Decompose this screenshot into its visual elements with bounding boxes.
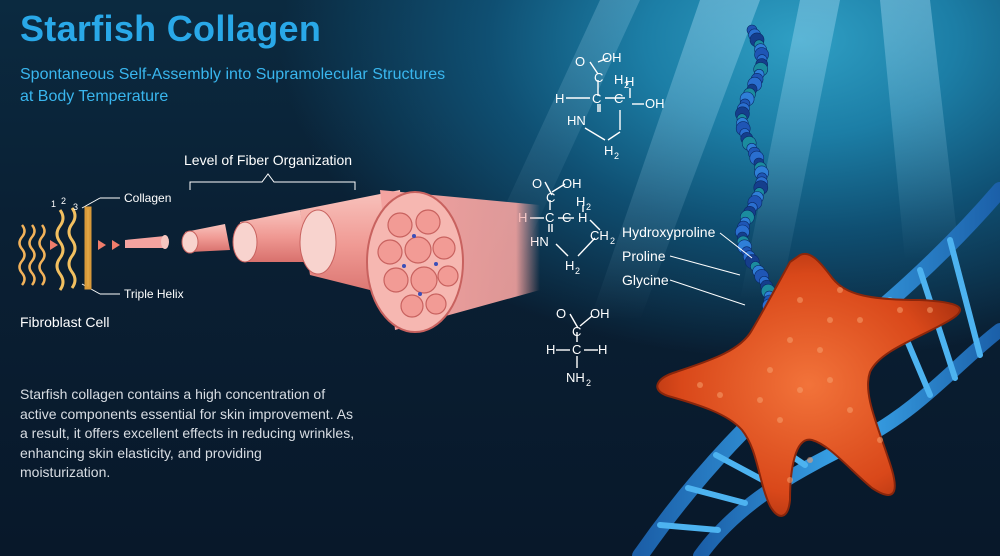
page-subtitle: Spontaneous Self-Assembly into Supramole… — [20, 64, 490, 108]
fibroblast-cell-label: Fibroblast Cell — [20, 314, 110, 330]
svg-text:HN: HN — [567, 113, 586, 128]
svg-text:H: H — [555, 91, 564, 106]
fiber-organization-diagram — [18, 190, 540, 333]
svg-text:O: O — [556, 306, 566, 321]
svg-text:OH: OH — [562, 176, 582, 191]
svg-text:OH: OH — [645, 96, 665, 111]
svg-text:2: 2 — [586, 378, 591, 388]
svg-text:2: 2 — [624, 80, 629, 90]
chemical-text: OOH C HC H2 C H OH HN H2 OOH C HC C H2 H… — [518, 50, 665, 388]
svg-text:O: O — [575, 54, 585, 69]
description-paragraph: Starfish collagen contains a high concen… — [20, 386, 355, 480]
svg-text:2: 2 — [614, 151, 619, 161]
svg-text:OH: OH — [602, 50, 622, 65]
svg-text:C: C — [614, 91, 623, 106]
collagen-label: Collagen — [124, 191, 172, 205]
svg-text:C: C — [594, 70, 603, 85]
subtitle-line-2: at Body Temperature — [20, 88, 169, 105]
glycine-label: Glycine — [622, 272, 669, 288]
subtitle-line-1: Spontaneous Self-Assembly into Supramole… — [20, 66, 446, 83]
svg-text:C: C — [592, 91, 601, 106]
svg-text:2: 2 — [610, 236, 615, 246]
proline-label: Proline — [622, 248, 666, 264]
svg-text:H: H — [625, 74, 634, 89]
triple-helix-label: Triple Helix — [124, 287, 184, 301]
light-rays — [480, 0, 960, 320]
svg-text:CH: CH — [590, 228, 609, 243]
svg-text:H: H — [546, 342, 555, 357]
svg-text:O: O — [532, 176, 542, 191]
svg-text:H: H — [598, 342, 607, 357]
fiber-organization-label: Level of Fiber Organization — [184, 152, 353, 168]
svg-text:C: C — [546, 190, 555, 205]
svg-text:C: C — [562, 210, 571, 225]
svg-text:C: C — [572, 342, 581, 357]
helix-number-3: 3 — [73, 202, 79, 212]
svg-text:H: H — [604, 143, 613, 158]
svg-text:C: C — [572, 324, 581, 339]
label-leaders — [81, 173, 753, 306]
svg-text:H: H — [578, 210, 587, 225]
svg-text:NH: NH — [566, 370, 585, 385]
svg-text:2: 2 — [586, 202, 591, 212]
helix-number-2: 2 — [61, 196, 67, 206]
svg-text:2: 2 — [575, 266, 580, 276]
svg-text:H: H — [565, 258, 574, 273]
hydroxyproline-label: Hydroxyproline — [622, 224, 716, 240]
svg-text:OH: OH — [590, 306, 610, 321]
starfish-illustration — [656, 252, 961, 517]
svg-text:H: H — [576, 194, 585, 209]
helix-number-1: 1 — [51, 199, 57, 209]
svg-text:H: H — [614, 72, 623, 87]
svg-text:C: C — [545, 210, 554, 225]
page-title: Starfish Collagen — [20, 8, 322, 49]
